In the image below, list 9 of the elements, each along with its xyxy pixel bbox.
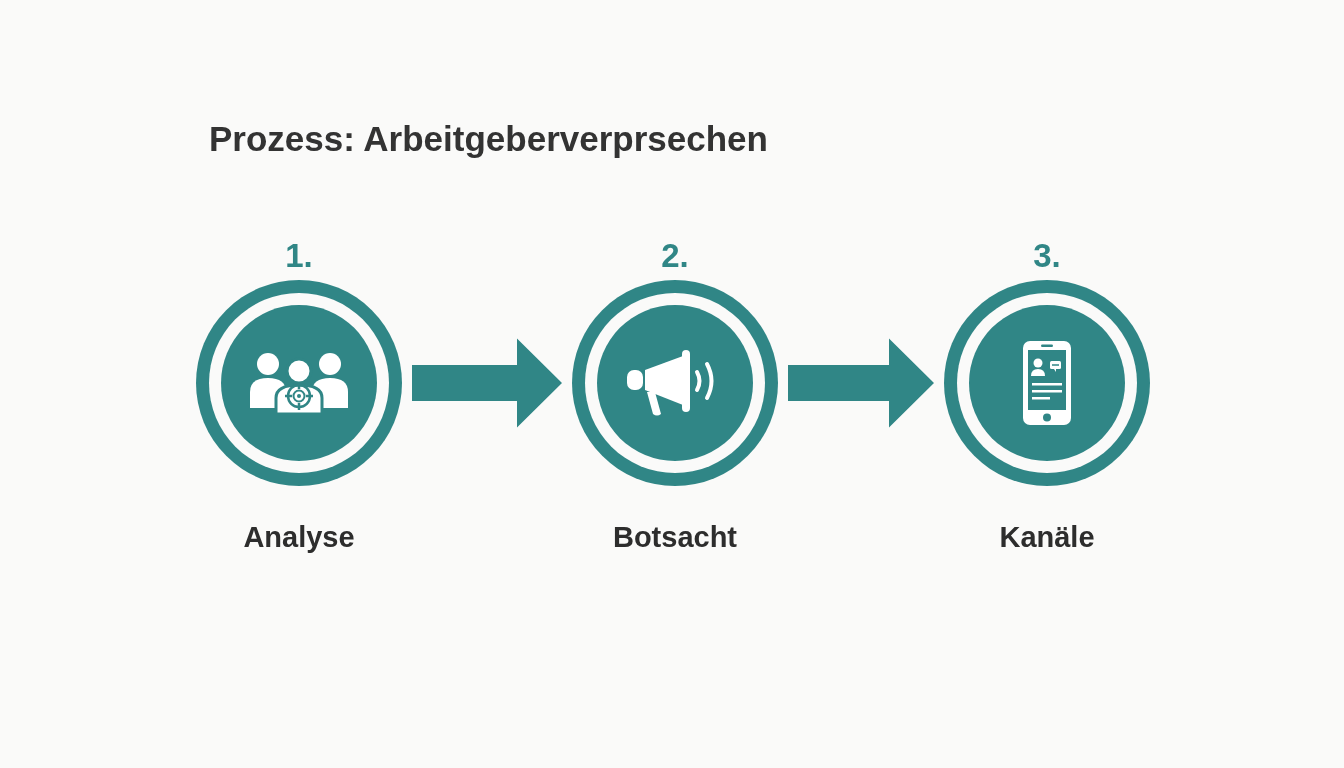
step-label: Botsacht <box>612 520 738 555</box>
step-label: Analyse <box>243 520 355 555</box>
step-label: Kanäle <box>999 520 1095 555</box>
diagram-title: Prozess: Arbeitgeberverprsechen <box>209 118 768 160</box>
step-number: 1. <box>285 236 313 276</box>
step-number: 3. <box>1033 236 1061 276</box>
arrow <box>412 338 562 428</box>
step-number: 2. <box>661 236 689 276</box>
arrow <box>788 338 934 428</box>
